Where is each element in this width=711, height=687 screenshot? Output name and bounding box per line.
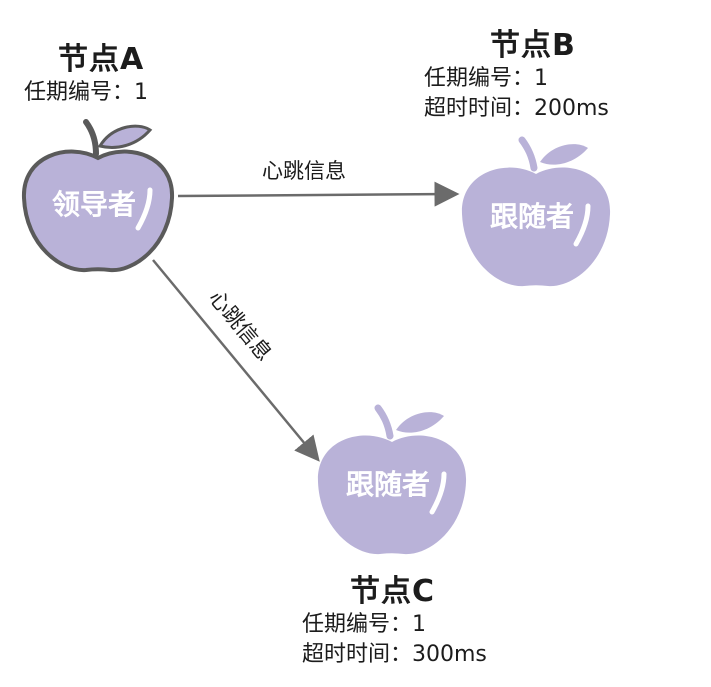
apple-stem-icon [374, 404, 394, 440]
edge-a-to-b: 心跳信息 [177, 159, 460, 207]
edge-a-to-c-line [152, 259, 320, 462]
apple-body-icon [461, 167, 611, 287]
apple-node-a: 领导者 [21, 119, 175, 273]
apple-leaf-icon [540, 144, 588, 165]
apple-body-icon [21, 149, 175, 273]
apple-leaf-icon [396, 412, 444, 433]
node-b-role: 跟随者 [490, 200, 574, 233]
apple-node-b: 跟随者 [461, 136, 611, 287]
node-c-info: 节点C 任期编号：1 超时时间：300ms [302, 566, 487, 670]
edge-a-to-c: 心跳信息 [152, 259, 320, 462]
apple-stem-icon [83, 119, 99, 157]
apple-node-c: 跟随者 [317, 404, 467, 555]
edge-a-to-b-label: 心跳信息 [262, 159, 346, 183]
apple-shine-icon [135, 187, 153, 231]
apple-body-icon [317, 435, 467, 555]
apple-shine-icon [573, 203, 591, 247]
node-c-timeout: 超时时间：300ms [302, 642, 487, 667]
node-b-title: 节点B [490, 28, 576, 63]
node-b-timeout: 超时时间：200ms [424, 96, 609, 121]
node-a-info: 节点A 任期编号：1 [24, 34, 148, 108]
node-a-title: 节点A [58, 42, 145, 77]
node-b-term: 任期编号：1 [424, 66, 548, 91]
node-c-title: 节点C [350, 574, 436, 609]
apple-leaf-icon [97, 124, 153, 149]
node-a-role: 领导者 [52, 188, 136, 221]
node-c-role: 跟随者 [346, 468, 430, 501]
apple-shine-icon [429, 471, 447, 515]
edge-a-to-c-label: 心跳信息 [204, 286, 276, 366]
node-c-term: 任期编号：1 [302, 612, 426, 637]
edge-a-to-b-line [177, 181, 460, 207]
apple-stem-icon [518, 136, 538, 172]
node-b-info: 节点B 任期编号：1 超时时间：200ms [424, 20, 609, 124]
node-a-term: 任期编号：1 [24, 80, 148, 105]
